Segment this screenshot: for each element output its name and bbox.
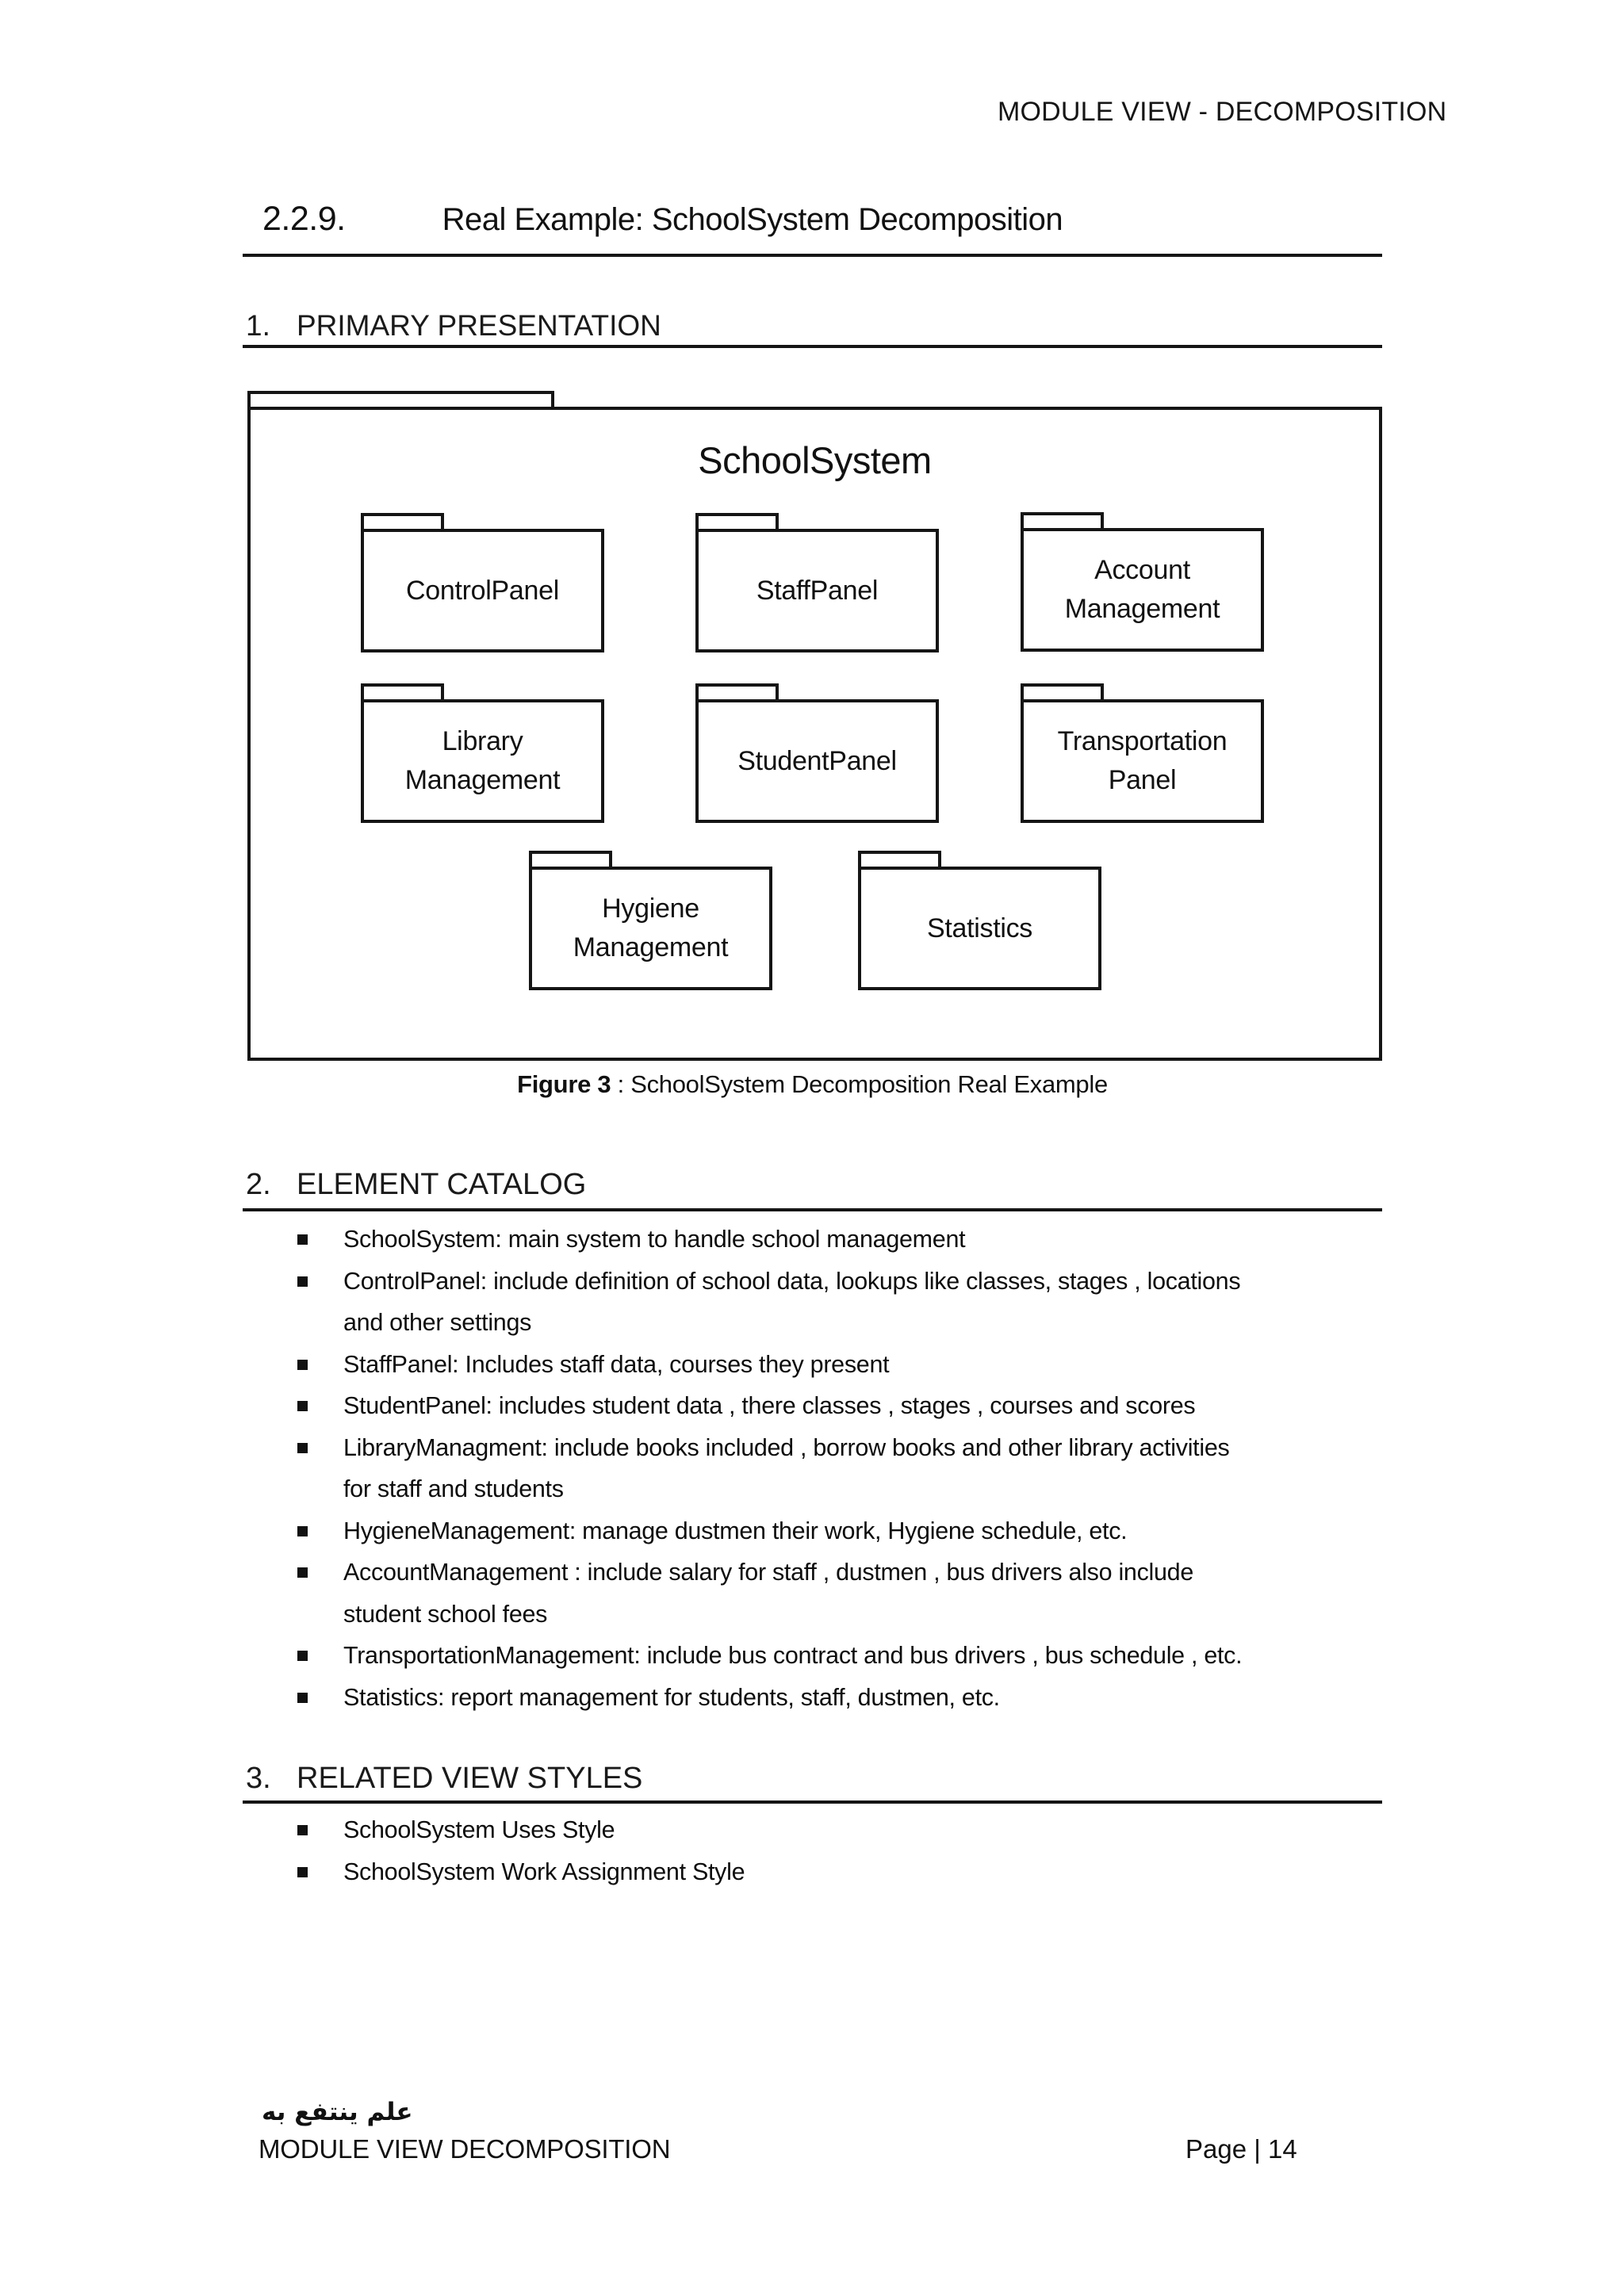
list-item: TransportationManagement: include bus co…	[296, 1635, 1374, 1677]
list-item: AccountManagement : include salary for s…	[296, 1552, 1374, 1635]
section-title: Real Example: SchoolSystem Decomposition	[442, 202, 1063, 237]
package-studentpanel: StudentPanel	[695, 683, 939, 823]
list-item: StaffPanel: Includes staff data, courses…	[296, 1344, 1374, 1386]
package-label: Account Management	[1021, 528, 1264, 652]
list-item: ControlPanel: include definition of scho…	[296, 1261, 1374, 1344]
package-library-management: Library Management	[361, 683, 604, 823]
section-divider	[243, 345, 1382, 348]
package-staffpanel: StaffPanel	[695, 513, 939, 652]
section-heading: 2.2.9. Real Example: SchoolSystem Decomp…	[262, 200, 1382, 239]
package-controlpanel: ControlPanel	[361, 513, 604, 652]
element-catalog-list: SchoolSystem: main system to handle scho…	[296, 1219, 1374, 1718]
package-label: Hygiene Management	[529, 867, 772, 990]
section-divider	[243, 1800, 1382, 1804]
running-header: MODULE VIEW - DECOMPOSITION	[998, 97, 1447, 127]
section-number: 2.2.9.	[262, 200, 346, 238]
footer-document-title: MODULE VIEW DECOMPOSITION	[259, 2134, 671, 2164]
heading-number: 2.	[246, 1168, 271, 1201]
figure-caption-label: Figure 3	[517, 1070, 611, 1098]
heading-primary-presentation: 1. PRIMARY PRESENTATION	[246, 309, 1382, 342]
list-item: HygieneManagement: manage dustmen their …	[296, 1510, 1374, 1552]
system-package-label: SchoolSystem	[698, 439, 932, 481]
package-label: StaffPanel	[695, 529, 939, 652]
section-divider	[243, 1208, 1382, 1211]
list-item: LibraryManagment: include books included…	[296, 1427, 1374, 1510]
list-item: SchoolSystem Work Assignment Style	[296, 1851, 1374, 1893]
figure-caption-text: : SchoolSystem Decomposition Real Exampl…	[611, 1070, 1109, 1098]
heading-title: ELEMENT CATALOG	[297, 1168, 587, 1201]
package-label: Statistics	[858, 867, 1101, 990]
heading-title: RELATED VIEW STYLES	[297, 1762, 643, 1795]
footer-page-number: Page | 14	[1185, 2134, 1297, 2164]
list-item: StudentPanel: includes student data , th…	[296, 1385, 1374, 1427]
schoolsystem-package-diagram: SchoolSystem ControlPanel StaffPanel Acc…	[247, 391, 1382, 1061]
heading-related-view-styles: 3. RELATED VIEW STYLES	[246, 1762, 1382, 1796]
heading-number: 3.	[246, 1762, 271, 1795]
package-label: ControlPanel	[361, 529, 604, 652]
package-statistics: Statistics	[858, 851, 1101, 990]
package-hygiene-management: Hygiene Management	[529, 851, 772, 990]
package-label: StudentPanel	[695, 699, 939, 823]
list-item: Statistics: report management for studen…	[296, 1677, 1374, 1719]
package-account-management: Account Management	[1021, 512, 1264, 652]
related-view-styles-list: SchoolSystem Uses Style SchoolSystem Wor…	[296, 1809, 1374, 1892]
package-transportation-panel: Transportation Panel	[1021, 683, 1264, 823]
list-item: SchoolSystem: main system to handle scho…	[296, 1219, 1374, 1261]
heading-number: 1.	[246, 309, 270, 342]
heading-element-catalog: 2. ELEMENT CATALOG	[246, 1168, 1382, 1202]
section-divider	[243, 254, 1382, 257]
footer-arabic-note: علم ينتفع به	[262, 2098, 413, 2126]
figure-caption: Figure 3 : SchoolSystem Decomposition Re…	[243, 1070, 1382, 1099]
package-label: Library Management	[361, 699, 604, 823]
package-label: Transportation Panel	[1021, 699, 1264, 823]
heading-title: PRIMARY PRESENTATION	[297, 309, 661, 342]
list-item: SchoolSystem Uses Style	[296, 1809, 1374, 1851]
